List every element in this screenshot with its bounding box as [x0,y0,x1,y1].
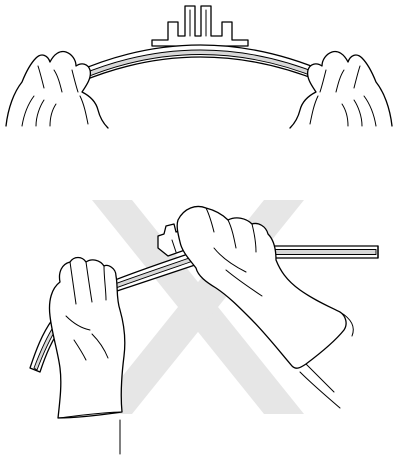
right-hand-bottom [176,205,354,409]
left-hand-bottom [48,256,126,455]
right-hand-top [289,50,393,129]
left-hand-top [5,50,109,129]
straight-strip [261,245,379,259]
